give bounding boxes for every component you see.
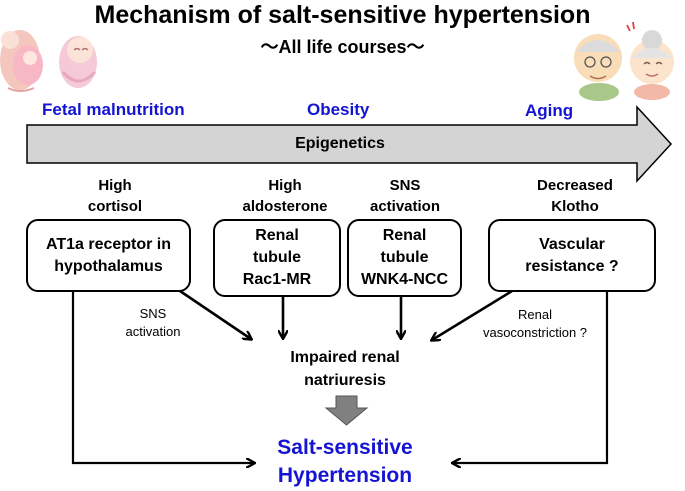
epigenetics-label: Epigenetics: [295, 135, 385, 152]
baby-icon: [59, 36, 97, 88]
epigenetics-band-arrow: [26, 105, 673, 183]
arrow-vascular-to-natriuresis: [432, 289, 513, 340]
stage-fetal-malnutrition: Fetal malnutrition: [42, 100, 185, 119]
factor-decreased-klotho: Decreased Klotho: [537, 177, 613, 215]
elderly-couple-icon: [574, 21, 674, 101]
factor-sns-activation: SNS activation: [369, 177, 441, 215]
down-arrow-icon: [324, 395, 369, 426]
page-title: Mechanism of salt-sensitive hypertension: [94, 1, 591, 29]
box-at1a-receptor-hypothalamus: AT1a receptor in hypothalamus: [26, 219, 191, 292]
stage-aging: Aging: [525, 101, 574, 120]
stage-obesity: Obesity: [307, 100, 370, 119]
factor-high-cortisol: High cortisol: [87, 177, 143, 215]
outcome-impaired-renal-natriuresis: Impaired renal natriuresis: [290, 349, 400, 389]
label-renal-vasoconstriction: Renal vasoconstriction ?: [482, 307, 588, 340]
path-vascular-to-hypertension: [453, 291, 609, 463]
page-subtitle: 〜All life courses〜: [260, 37, 425, 57]
outcome-salt-sensitive-hypertension: Salt-sensitive Hypertension: [277, 436, 413, 487]
box-renal-tubule-wnk4-ncc: Renal tubule WNK4-NCC: [347, 219, 462, 297]
arrow-hypothalamus-to-natriuresis: [179, 289, 251, 339]
path-hypothalamus-to-hypertension: [71, 291, 254, 463]
box-vascular-resistance: Vascular resistance ?: [488, 219, 656, 292]
factor-high-aldosterone: High aldosterone: [242, 177, 328, 215]
label-sns-activation: SNS activation: [125, 306, 181, 339]
pregnant-woman-icon: [0, 30, 43, 92]
box-renal-tubule-rac1-mr: Renal tubule Rac1-MR: [213, 219, 341, 297]
